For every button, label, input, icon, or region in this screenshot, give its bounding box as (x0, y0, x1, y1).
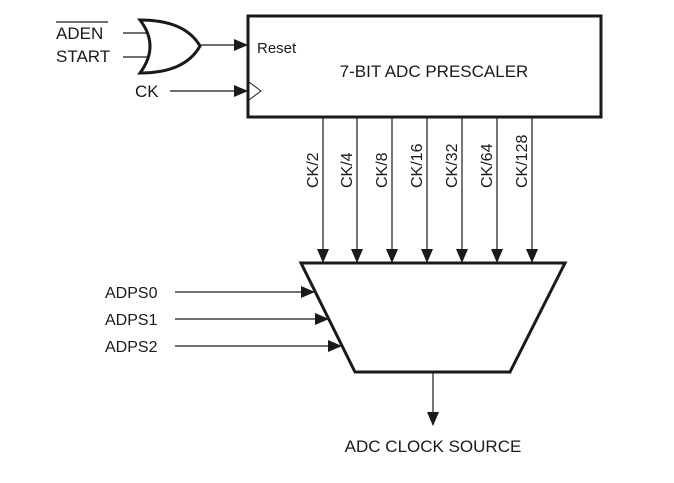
tap-group: CK/2 CK/4 CK/8 CK/16 CK/32 CK/64 CK/128 (305, 118, 538, 263)
output-label: ADC CLOCK SOURCE (345, 437, 522, 456)
tap-label: CK/2 (305, 152, 322, 188)
aden-label: ADEN (56, 24, 103, 43)
reset-label: Reset (257, 40, 297, 57)
select-label-adps0: ADPS0 (105, 285, 158, 302)
tap-label: CK/8 (374, 152, 391, 188)
prescaler-box (246, 14, 603, 119)
tap-label: CK/32 (444, 143, 461, 188)
clock-input-icon (248, 81, 262, 101)
tap-label: CK/128 (514, 135, 531, 188)
prescaler-title: 7-BIT ADC PRESCALER (340, 62, 529, 81)
tap-label: CK/16 (409, 143, 426, 188)
ck-label: CK (135, 82, 159, 101)
multiplexer (298, 261, 568, 374)
start-label: START (56, 47, 110, 66)
tap-label: CK/4 (339, 152, 356, 188)
select-label-adps2: ADPS2 (105, 339, 158, 356)
or-gate (136, 18, 202, 75)
select-label-adps1: ADPS1 (105, 312, 158, 329)
tap-label: CK/64 (479, 143, 496, 188)
